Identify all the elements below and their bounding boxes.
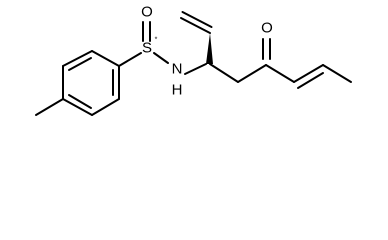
nitrogen-label: N [172,61,183,78]
ring-bond [62,98,93,116]
alkene-double-bond [297,72,324,89]
ring-bond [91,98,120,116]
structure-canvas: O S * N H O [35,3,352,116]
sulfinyl-oxygen-label: O [141,4,153,21]
vinyl-double-bond [181,11,213,28]
ring-inner-bond [68,94,92,109]
ring-bond [91,50,120,67]
ketone-oxygen-label: O [261,20,273,37]
ring-inner-bond [68,57,92,71]
tolyl-ring [62,50,120,116]
chain-bond [237,64,267,83]
skeletal-formula: O S * N H O [35,4,352,116]
vinyl-single-bond [180,17,211,34]
alkene-bond [293,64,324,83]
nitrogen-hydrogen-label: H [172,82,183,99]
sulfur-stereo-mark: * [155,37,158,44]
sulfur-label: S [142,40,152,57]
ring-sulfur-bond [118,52,142,67]
enone-single-bond [265,64,295,83]
sulfur-nitrogen-bond [153,52,169,64]
terminal-methyl-bond [322,64,352,83]
wedge-bond [206,33,213,64]
ring-bond [62,50,93,67]
chain-bond [209,63,239,83]
methyl-bond [35,98,64,116]
nitrogen-carbon-bond [184,63,207,75]
